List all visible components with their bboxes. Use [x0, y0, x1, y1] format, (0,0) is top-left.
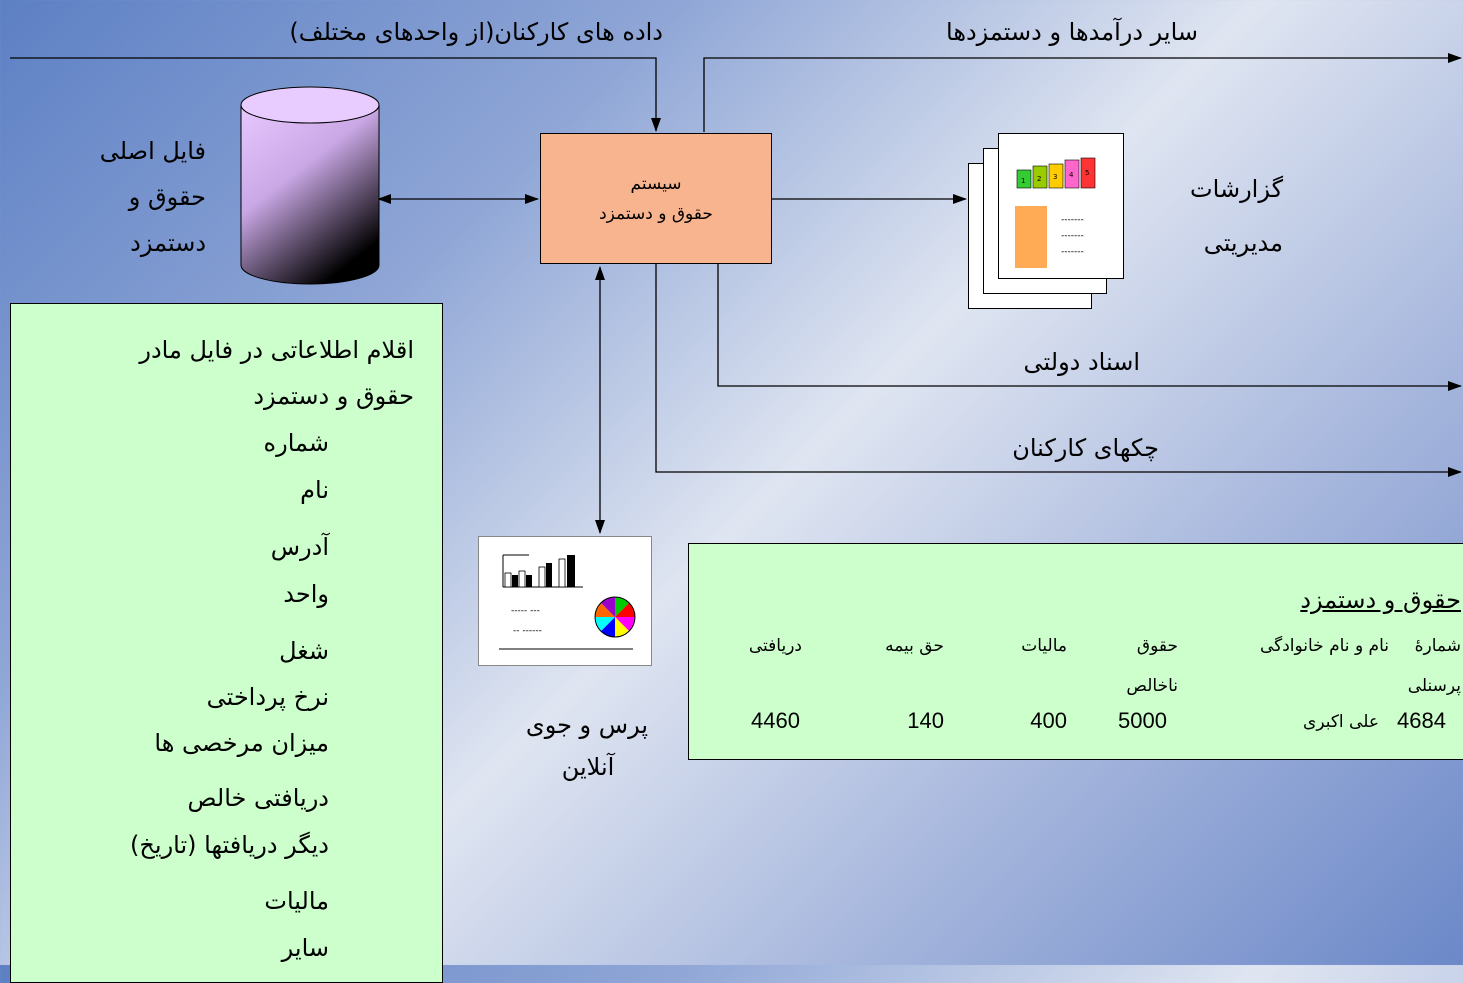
inquiry-dash: ----- --- [511, 606, 540, 616]
master-field: شغل [279, 637, 329, 665]
master-items-title: حقوق و دستمزد [253, 382, 414, 410]
employee-data-line [10, 57, 661, 132]
master-field: واحد [283, 580, 329, 608]
payroll-system-box: سیستم حقوق و دستمزد [540, 133, 772, 264]
bar-num: 4 [1069, 171, 1074, 179]
report-dash: ------- [1061, 215, 1084, 225]
cell-id: 4684 [1397, 708, 1446, 733]
gov-docs-line [717, 264, 1462, 391]
employee-data-label: داده های کارکنان(از واحدهای مختلف) [289, 18, 663, 46]
pie-wheel-icon [594, 596, 636, 638]
payroll-record-box: حقوق و دستمزد شمارهٔ پرسنلی نام و نام خا… [688, 543, 1463, 760]
bar-num: 2 [1037, 175, 1041, 183]
header-id: شمارهٔ [1414, 636, 1461, 656]
master-field: دیگر دریافتها (تاریخ) [130, 831, 329, 859]
payroll-title: حقوق و دستمزد [1300, 586, 1461, 614]
cell-net: 4460 [751, 708, 800, 733]
stair-bar-chart-icon: 1 2 3 4 5 ------- ------- ------- [1015, 157, 1096, 268]
online-inquiry-label: پرس و جوی آنلاین [525, 711, 648, 781]
other-income-label: سایر درآمدها و دستمزدها [946, 18, 1198, 46]
master-items-title: اقلام اطلاعاتی در فایل مادر [139, 336, 414, 364]
master-file-items-box: اقلام اطلاعاتی در فایل مادر حقوق و دستمز… [10, 303, 443, 983]
master-field: مالیات [264, 887, 329, 915]
bar-num: 5 [1085, 169, 1089, 177]
other-income-line [703, 53, 1462, 132]
header-tax: مالیات [1021, 636, 1067, 656]
report-dash: ------- [1061, 247, 1084, 257]
cell-gross: 5000 [1118, 708, 1167, 733]
master-field: شماره [263, 429, 329, 457]
header-gross: حقوق [1136, 636, 1178, 656]
master-field: سایر [281, 934, 329, 962]
employee-checks-label: چکهای کارکنان [1012, 434, 1159, 462]
inquiry-dash: -- ------ [513, 626, 542, 636]
header-net: دریافتی [748, 636, 802, 656]
master-field: میزان مرخصی ها [154, 729, 329, 757]
checks-line [655, 264, 1462, 477]
inquiry-chart-icon: ----- --- -- ------ [499, 554, 636, 650]
management-reports-label: گزارشات مدیریتی [1190, 175, 1283, 257]
bar-num: 3 [1053, 173, 1057, 181]
cell-tax: 400 [1030, 708, 1067, 733]
header-gross: ناخالص [1126, 676, 1178, 696]
master-field: نرخ پرداختی [206, 683, 329, 711]
cell-name: علی اکبری [1303, 712, 1379, 732]
report-dash: ------- [1061, 231, 1084, 241]
bar-num: 1 [1021, 177, 1025, 185]
gov-docs-label: اسناد دولتی [1023, 348, 1140, 376]
master-field: نام [300, 476, 329, 504]
database-cylinder-icon [240, 86, 380, 285]
header-id: پرسنلی [1407, 676, 1461, 696]
reports-document-icon: 1 2 3 4 5 ------- ------- ------- [968, 133, 1124, 309]
header-insurance: حق بیمه [885, 636, 944, 656]
online-inquiry-icon: ----- --- -- ------ [478, 536, 652, 666]
master-field: دریافتی خالص [187, 784, 329, 812]
header-name: نام و نام خانوادگی [1259, 636, 1389, 656]
master-field: آدرس [270, 533, 329, 561]
cell-insurance: 140 [907, 708, 944, 733]
master-file-label: فایل اصلی حقوق و دستمزد [99, 137, 206, 257]
